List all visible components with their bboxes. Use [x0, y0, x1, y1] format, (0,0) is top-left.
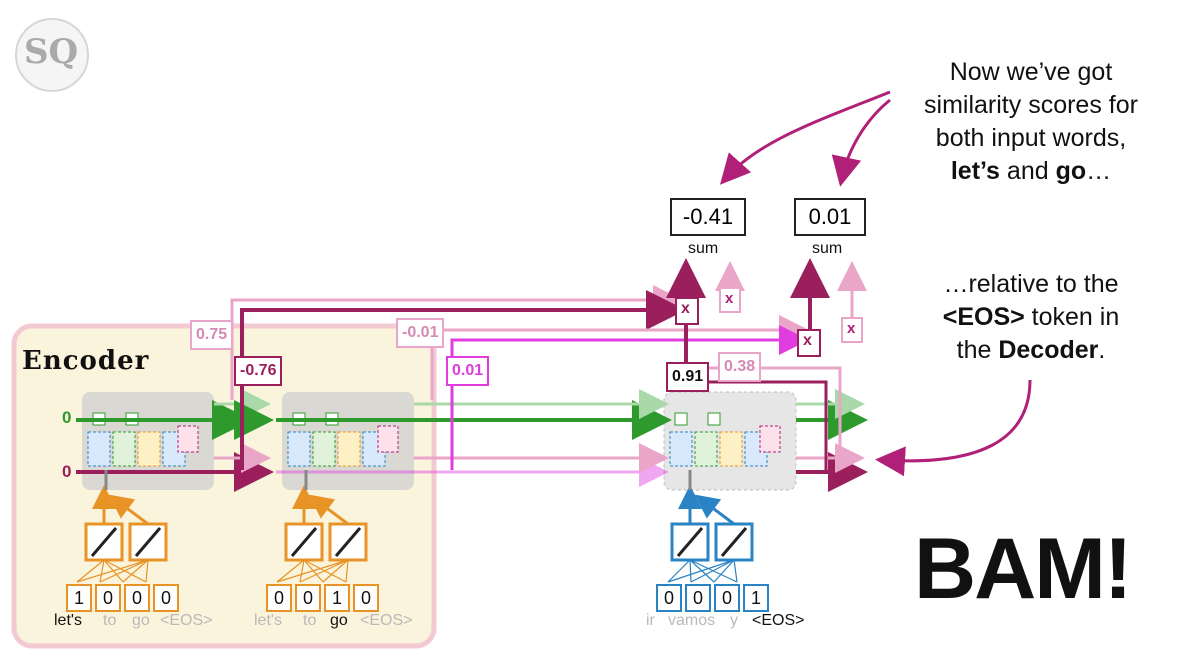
- logo-text: SQ: [24, 32, 79, 72]
- onehot-cell: 0: [353, 584, 379, 612]
- token-to: to: [303, 612, 317, 629]
- note-bold-lets: let’s: [950, 157, 1000, 185]
- value-neg076: -0.76: [234, 356, 283, 386]
- value-075: 0.75: [190, 320, 234, 350]
- token-y: y: [730, 612, 738, 629]
- multiply-boxes: [675, 287, 863, 357]
- token-eos: <EOS>: [160, 612, 213, 629]
- token-eos: <EOS>: [360, 612, 413, 629]
- similarity-score-go: 0.01: [794, 198, 866, 236]
- onehot-cell: 0: [95, 584, 121, 612]
- lstm-unit-encoder-2: [282, 392, 414, 490]
- token-ir: ir: [646, 612, 655, 629]
- encoder-label: Encoder: [22, 346, 150, 376]
- multiply-sign-1: x: [681, 300, 690, 317]
- note-line: both input words,: [935, 124, 1127, 152]
- value-001: 0.01: [446, 356, 490, 386]
- token-eos: <EOS>: [752, 612, 805, 629]
- note-arrows: [719, 90, 1032, 477]
- onehot-input-go: 0 0 1 0: [266, 584, 379, 612]
- similarity-score-lets: -0.41: [670, 198, 746, 236]
- token-lets: let's: [254, 612, 282, 629]
- note-bold-eos: <EOS>: [942, 303, 1025, 331]
- lstm-unit-decoder: [663, 391, 797, 491]
- onehot-cell: 0: [266, 584, 292, 612]
- token-go: go: [330, 612, 348, 629]
- token-go: go: [132, 612, 150, 629]
- onehot-cell: 0: [295, 584, 321, 612]
- note-period: .: [1098, 336, 1106, 364]
- note-line: the Decoder.: [916, 334, 1146, 367]
- multiply-sign-3: x: [803, 332, 812, 349]
- sum-label-go: sum: [812, 240, 843, 257]
- token-vamos: vamos: [668, 612, 716, 629]
- note-and: and: [999, 157, 1056, 185]
- onehot-cell: 0: [124, 584, 150, 612]
- note-bold-decoder: Decoder: [998, 336, 1099, 364]
- onehot-input-eos: 0 0 0 1: [656, 584, 769, 612]
- note-line: let’s and go…: [896, 155, 1166, 188]
- sum-label-lets: sum: [688, 240, 719, 257]
- token-to: to: [103, 612, 117, 629]
- note-line: <EOS> token in: [916, 301, 1146, 334]
- note-bold-go: go: [1055, 157, 1087, 185]
- token-lets: let's: [54, 612, 82, 629]
- onehot-cell: 1: [324, 584, 350, 612]
- value-neg001: -0.01: [396, 318, 445, 348]
- onehot-input-lets: 1 0 0 0: [66, 584, 179, 612]
- note-line: Now we’ve got: [949, 58, 1113, 86]
- embedding-decoder: [670, 470, 754, 562]
- onehot-cell: 1: [743, 584, 769, 612]
- initial-short-term-memory: 0: [62, 462, 72, 481]
- note-line: similarity scores for: [924, 91, 1138, 119]
- note-relative-eos: …relative to the <EOS> token in the Deco…: [916, 268, 1146, 367]
- value-091: 0.91: [666, 362, 710, 392]
- lstm-unit-encoder-1: [82, 392, 214, 490]
- bam-text: BAM!: [914, 521, 1132, 617]
- sq-logo: [15, 18, 89, 92]
- note-similarity-scores: Now we’ve got similarity scores for both…: [896, 56, 1166, 188]
- note-the: the: [956, 336, 999, 364]
- onehot-cell: 0: [656, 584, 682, 612]
- note-token-in: token in: [1024, 303, 1120, 331]
- note-line: …relative to the: [943, 270, 1119, 298]
- value-038: 0.38: [718, 352, 762, 382]
- onehot-cell: 0: [714, 584, 740, 612]
- multiply-sign-2: x: [725, 290, 734, 307]
- onehot-connections: [76, 559, 738, 583]
- long-term-memory-path: [76, 389, 868, 440]
- multiply-sign-4: x: [847, 320, 856, 337]
- onehot-cell: 0: [685, 584, 711, 612]
- onehot-cell: 0: [153, 584, 179, 612]
- note-ellipsis: …: [1086, 157, 1112, 185]
- initial-long-term-memory: 0: [62, 408, 72, 427]
- embedding-encoder-1: [84, 470, 168, 562]
- onehot-cell: 1: [66, 584, 92, 612]
